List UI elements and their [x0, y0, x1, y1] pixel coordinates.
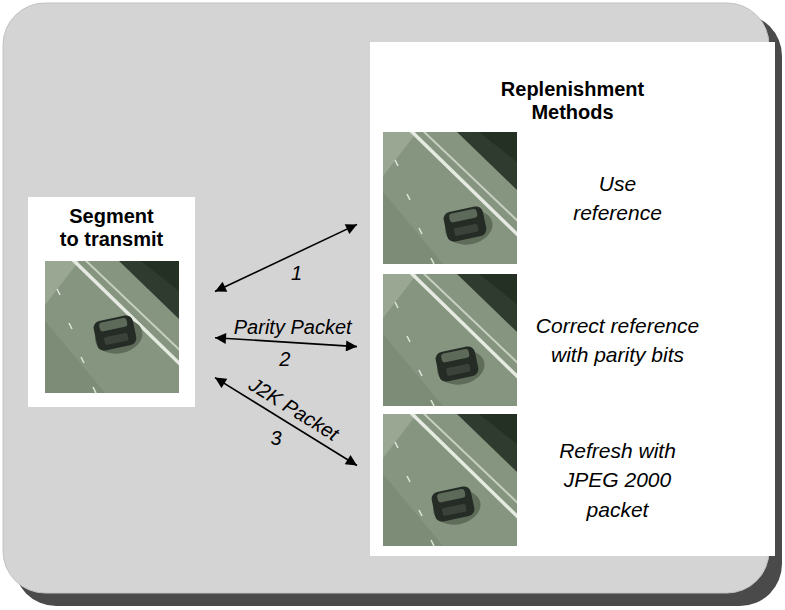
double-arrow [215, 338, 357, 347]
car [429, 484, 483, 529]
car-windshield [441, 348, 470, 363]
method-label: Use reference [560, 169, 675, 228]
methods-panel: Replenishment MethodsUse referenceCorrec… [370, 42, 775, 556]
lane-dash [431, 258, 434, 264]
method-text: Correct reference with parity bits [517, 311, 718, 370]
segment-box: Segment to transmit [28, 197, 195, 407]
lane-dash [395, 302, 398, 308]
video-frame [383, 132, 517, 264]
road-surface [383, 132, 517, 264]
road-shoulder [383, 132, 417, 176]
lane-dash [419, 228, 422, 234]
lane-dash [431, 540, 434, 546]
car [441, 204, 495, 249]
car [433, 344, 487, 389]
car-roof [103, 332, 128, 345]
lane-dash [407, 194, 410, 200]
road-surface [45, 261, 179, 393]
box-heading: Replenishment Methods [493, 78, 653, 124]
car-windshield [449, 208, 478, 223]
car-body [92, 314, 137, 352]
callout-number: 3 [270, 427, 281, 449]
tree-area [479, 274, 517, 304]
callout-number: 1 [291, 262, 302, 284]
edge-label: J2K Packet [245, 373, 343, 445]
road-line [419, 274, 517, 368]
video-frame [45, 261, 179, 393]
lane-dash [69, 323, 72, 329]
road-surface [383, 414, 517, 546]
lane-dash [419, 370, 422, 376]
lane-dash [395, 160, 398, 166]
double-arrow [215, 224, 357, 291]
car-shadow [434, 346, 488, 389]
road-shoulder [383, 414, 417, 458]
method-item: Refresh with JPEG 2000 packet [383, 414, 718, 546]
car-body [430, 485, 475, 523]
edge-label: Parity Packet [234, 316, 352, 338]
lane-dash [431, 400, 434, 406]
video-frame [383, 414, 517, 546]
lane-dash [81, 357, 84, 363]
car-body [434, 345, 479, 383]
method-label: Correct reference with parity bits [532, 311, 704, 370]
road-surface [383, 274, 517, 406]
car-windshield [98, 317, 127, 332]
car-shadow [91, 315, 145, 358]
tree-area [479, 132, 517, 162]
frame-holder [45, 261, 179, 405]
method-item: Correct reference with parity bits [383, 274, 718, 406]
tree-area [119, 261, 179, 319]
method-text: Refresh with JPEG 2000 packet [517, 436, 718, 524]
car-roof [454, 223, 479, 236]
road-shade [383, 192, 443, 264]
tree-area [141, 261, 179, 291]
method-text: Use reference [517, 169, 718, 228]
road-shade [383, 334, 443, 406]
tree-area [457, 132, 517, 190]
car-roof [442, 503, 467, 516]
car [91, 313, 145, 358]
car-windshield [437, 488, 466, 503]
tree-area [457, 274, 517, 332]
lane-dash [57, 289, 60, 295]
tree-area [457, 414, 517, 472]
tree-area [479, 414, 517, 444]
double-arrow [215, 378, 357, 466]
lane-dash [93, 387, 96, 393]
road-line [69, 261, 179, 369]
method-label: Refresh with JPEG 2000 packet [548, 436, 688, 524]
box-heading: Segment to transmit [59, 205, 165, 251]
car-shadow [442, 206, 496, 249]
callout-number: 2 [279, 348, 290, 370]
road-shoulder [45, 261, 79, 305]
method-item: Use reference [383, 132, 718, 264]
video-frame [383, 274, 517, 406]
lane-dash [407, 476, 410, 482]
road-line [407, 274, 517, 382]
road-line [419, 132, 517, 226]
lane-dash [395, 442, 398, 448]
car-roof [446, 363, 471, 376]
lane-dash [419, 510, 422, 516]
car-body [442, 205, 487, 243]
lane-dash [407, 336, 410, 342]
road-shoulder [383, 274, 417, 318]
car-shadow [430, 486, 484, 529]
road-line [407, 414, 517, 522]
